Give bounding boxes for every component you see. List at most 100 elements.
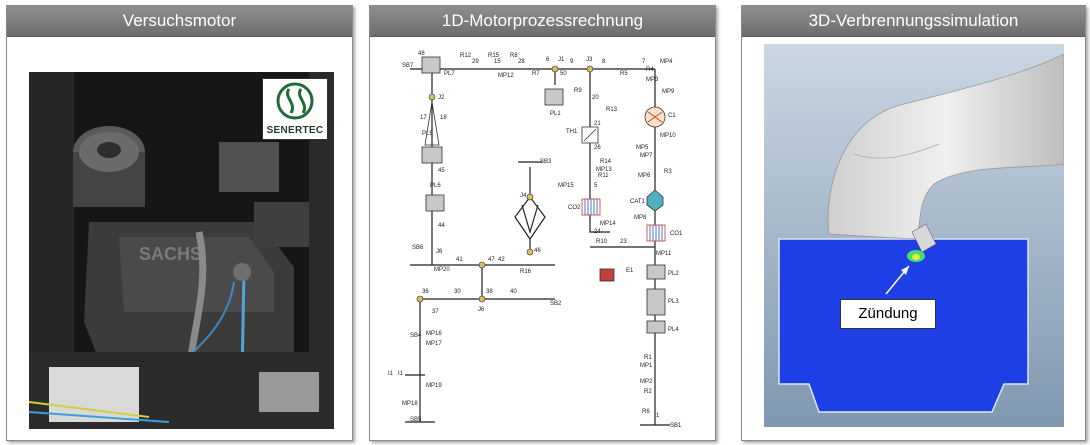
diagram-label: MP10 bbox=[660, 133, 676, 139]
diagram-label: PL1 bbox=[550, 111, 561, 117]
diagram-label: J3 bbox=[586, 57, 593, 63]
diagram-label: 29 bbox=[472, 59, 479, 65]
panel-title-versuchsmotor: Versuchsmotor bbox=[7, 6, 352, 37]
diagram-label: MP15 bbox=[558, 183, 574, 189]
diagram-label: 50 bbox=[560, 71, 567, 77]
panel-verbrennungssimulation: 3D-Verbrennungssimulation bbox=[741, 5, 1086, 441]
diagram-label: R12 bbox=[460, 53, 472, 59]
diagram-label: 42 bbox=[498, 257, 505, 263]
logo-emblem-icon bbox=[276, 82, 314, 120]
diagram-label: R3 bbox=[664, 169, 672, 175]
diagram-label: C1 bbox=[668, 113, 676, 119]
diagram-label: J4 bbox=[520, 193, 527, 199]
diagram-label: R9 bbox=[574, 88, 582, 94]
diagram-label: 41 bbox=[456, 257, 463, 263]
diagram-label: 24 bbox=[594, 229, 601, 235]
diagram-label: MP2 bbox=[640, 379, 653, 385]
diagram-label: MP12 bbox=[498, 73, 514, 79]
diagram-label: R5 bbox=[620, 71, 628, 77]
junction-j6 bbox=[478, 295, 486, 303]
diagram-label: R11 bbox=[598, 173, 609, 179]
diagram-label: SB3 bbox=[540, 159, 552, 165]
diagram-label: 20 bbox=[592, 95, 599, 101]
diagram-label: 6 bbox=[546, 57, 550, 63]
diagram-label: PL6 bbox=[430, 183, 441, 189]
diagram-label: SB2 bbox=[550, 301, 562, 307]
diagram-label: 46 bbox=[534, 248, 541, 254]
diagram-label: SB5 bbox=[410, 417, 422, 423]
diagram-label: 21 bbox=[594, 121, 601, 127]
component-pl2 bbox=[646, 264, 666, 280]
diagram-label: MP7 bbox=[640, 153, 653, 159]
ignition-callout: Zündung bbox=[840, 299, 936, 329]
diagram-label: 8 bbox=[602, 59, 606, 65]
diagram-label: R2 bbox=[644, 389, 652, 395]
component-cat1 bbox=[646, 189, 664, 212]
diagram-label: MP9 bbox=[662, 89, 675, 95]
junction-j1 bbox=[551, 65, 559, 73]
panel-versuchsmotor: Versuchsmotor SACHS bbox=[6, 5, 353, 441]
diagram-label: MP3 bbox=[646, 77, 659, 83]
diagram-label: J2 bbox=[438, 95, 445, 101]
diagram-label: MP20 bbox=[434, 267, 450, 273]
diagram-label: SB4 bbox=[410, 333, 422, 339]
diagram-label: PL4 bbox=[668, 327, 679, 333]
diagram-label: 40 bbox=[510, 289, 517, 295]
diagram-label: 5 bbox=[594, 183, 598, 189]
diagram-label: MP13 bbox=[596, 167, 612, 173]
panel-title-verbrennungssimulation: 3D-Verbrennungssimulation bbox=[742, 6, 1085, 37]
junction-j2 bbox=[428, 93, 436, 101]
diagram-label: 7 bbox=[642, 59, 646, 65]
diagram-label: 37 bbox=[432, 309, 439, 315]
diagram-label: MP11 bbox=[656, 251, 672, 257]
diagram-label: E1 bbox=[626, 268, 634, 274]
diagram-label: MP14 bbox=[600, 221, 616, 227]
diagram-label: 26 bbox=[594, 145, 601, 151]
diagram-label: PL5 bbox=[422, 131, 433, 137]
diagram-label: 30 bbox=[454, 289, 461, 295]
component-pl3 bbox=[646, 288, 666, 316]
diagram-label: PL3 bbox=[668, 299, 679, 305]
diagram-label: PL7 bbox=[444, 71, 455, 77]
diagram-components bbox=[416, 56, 666, 334]
diagram-label: MP16 bbox=[426, 331, 442, 337]
component-sb7 bbox=[421, 56, 441, 74]
diagram-label: 17 bbox=[420, 115, 427, 121]
diagram-label: R14 bbox=[600, 159, 612, 165]
engine-photo: SACHS SENE bbox=[29, 72, 334, 429]
component-cone bbox=[424, 101, 440, 146]
diagram-label: PL2 bbox=[668, 271, 679, 277]
diagram-label: R8 bbox=[510, 53, 518, 59]
diagram-label: R13 bbox=[606, 107, 618, 113]
diagram-label: 45 bbox=[438, 168, 445, 174]
simulation-render bbox=[764, 44, 1064, 427]
diagram-label: CAT1 bbox=[630, 199, 646, 205]
junction-j8b bbox=[478, 261, 486, 269]
diagram-label: R4 bbox=[646, 67, 654, 73]
diagram-label: 18 bbox=[440, 115, 447, 121]
diagram-label: SB1 bbox=[670, 423, 682, 429]
pipe-network bbox=[405, 68, 670, 426]
diagram-label: 47 bbox=[488, 257, 495, 263]
diagram-label: 23 bbox=[620, 239, 627, 245]
diagram-label: 48 bbox=[418, 51, 425, 57]
diagram-label: MP6 bbox=[638, 173, 651, 179]
panel-title-motorprozessrechnung: 1D-Motorprozessrechnung bbox=[370, 6, 715, 37]
diagram-label: SB6 bbox=[412, 245, 424, 251]
diagram-label: R7 bbox=[532, 71, 540, 77]
logo-text: SENERTEC bbox=[266, 125, 324, 136]
th1-diagonal bbox=[583, 128, 597, 142]
diagram-label: I1 bbox=[388, 371, 394, 377]
diagram-label: R16 bbox=[520, 269, 532, 275]
junction-j3 bbox=[586, 65, 594, 73]
diagram-label: R10 bbox=[596, 239, 608, 245]
diagram-label: 15 bbox=[494, 59, 501, 65]
diagram-label: TH1 bbox=[566, 129, 578, 135]
diagram-label: 9 bbox=[570, 59, 574, 65]
spark-plug bbox=[911, 223, 937, 253]
diagram-label: J6 bbox=[478, 307, 485, 313]
diagram-label: MP5 bbox=[636, 145, 649, 151]
diagram-label: R6 bbox=[642, 409, 650, 415]
diagram-label: J8 bbox=[436, 249, 443, 255]
